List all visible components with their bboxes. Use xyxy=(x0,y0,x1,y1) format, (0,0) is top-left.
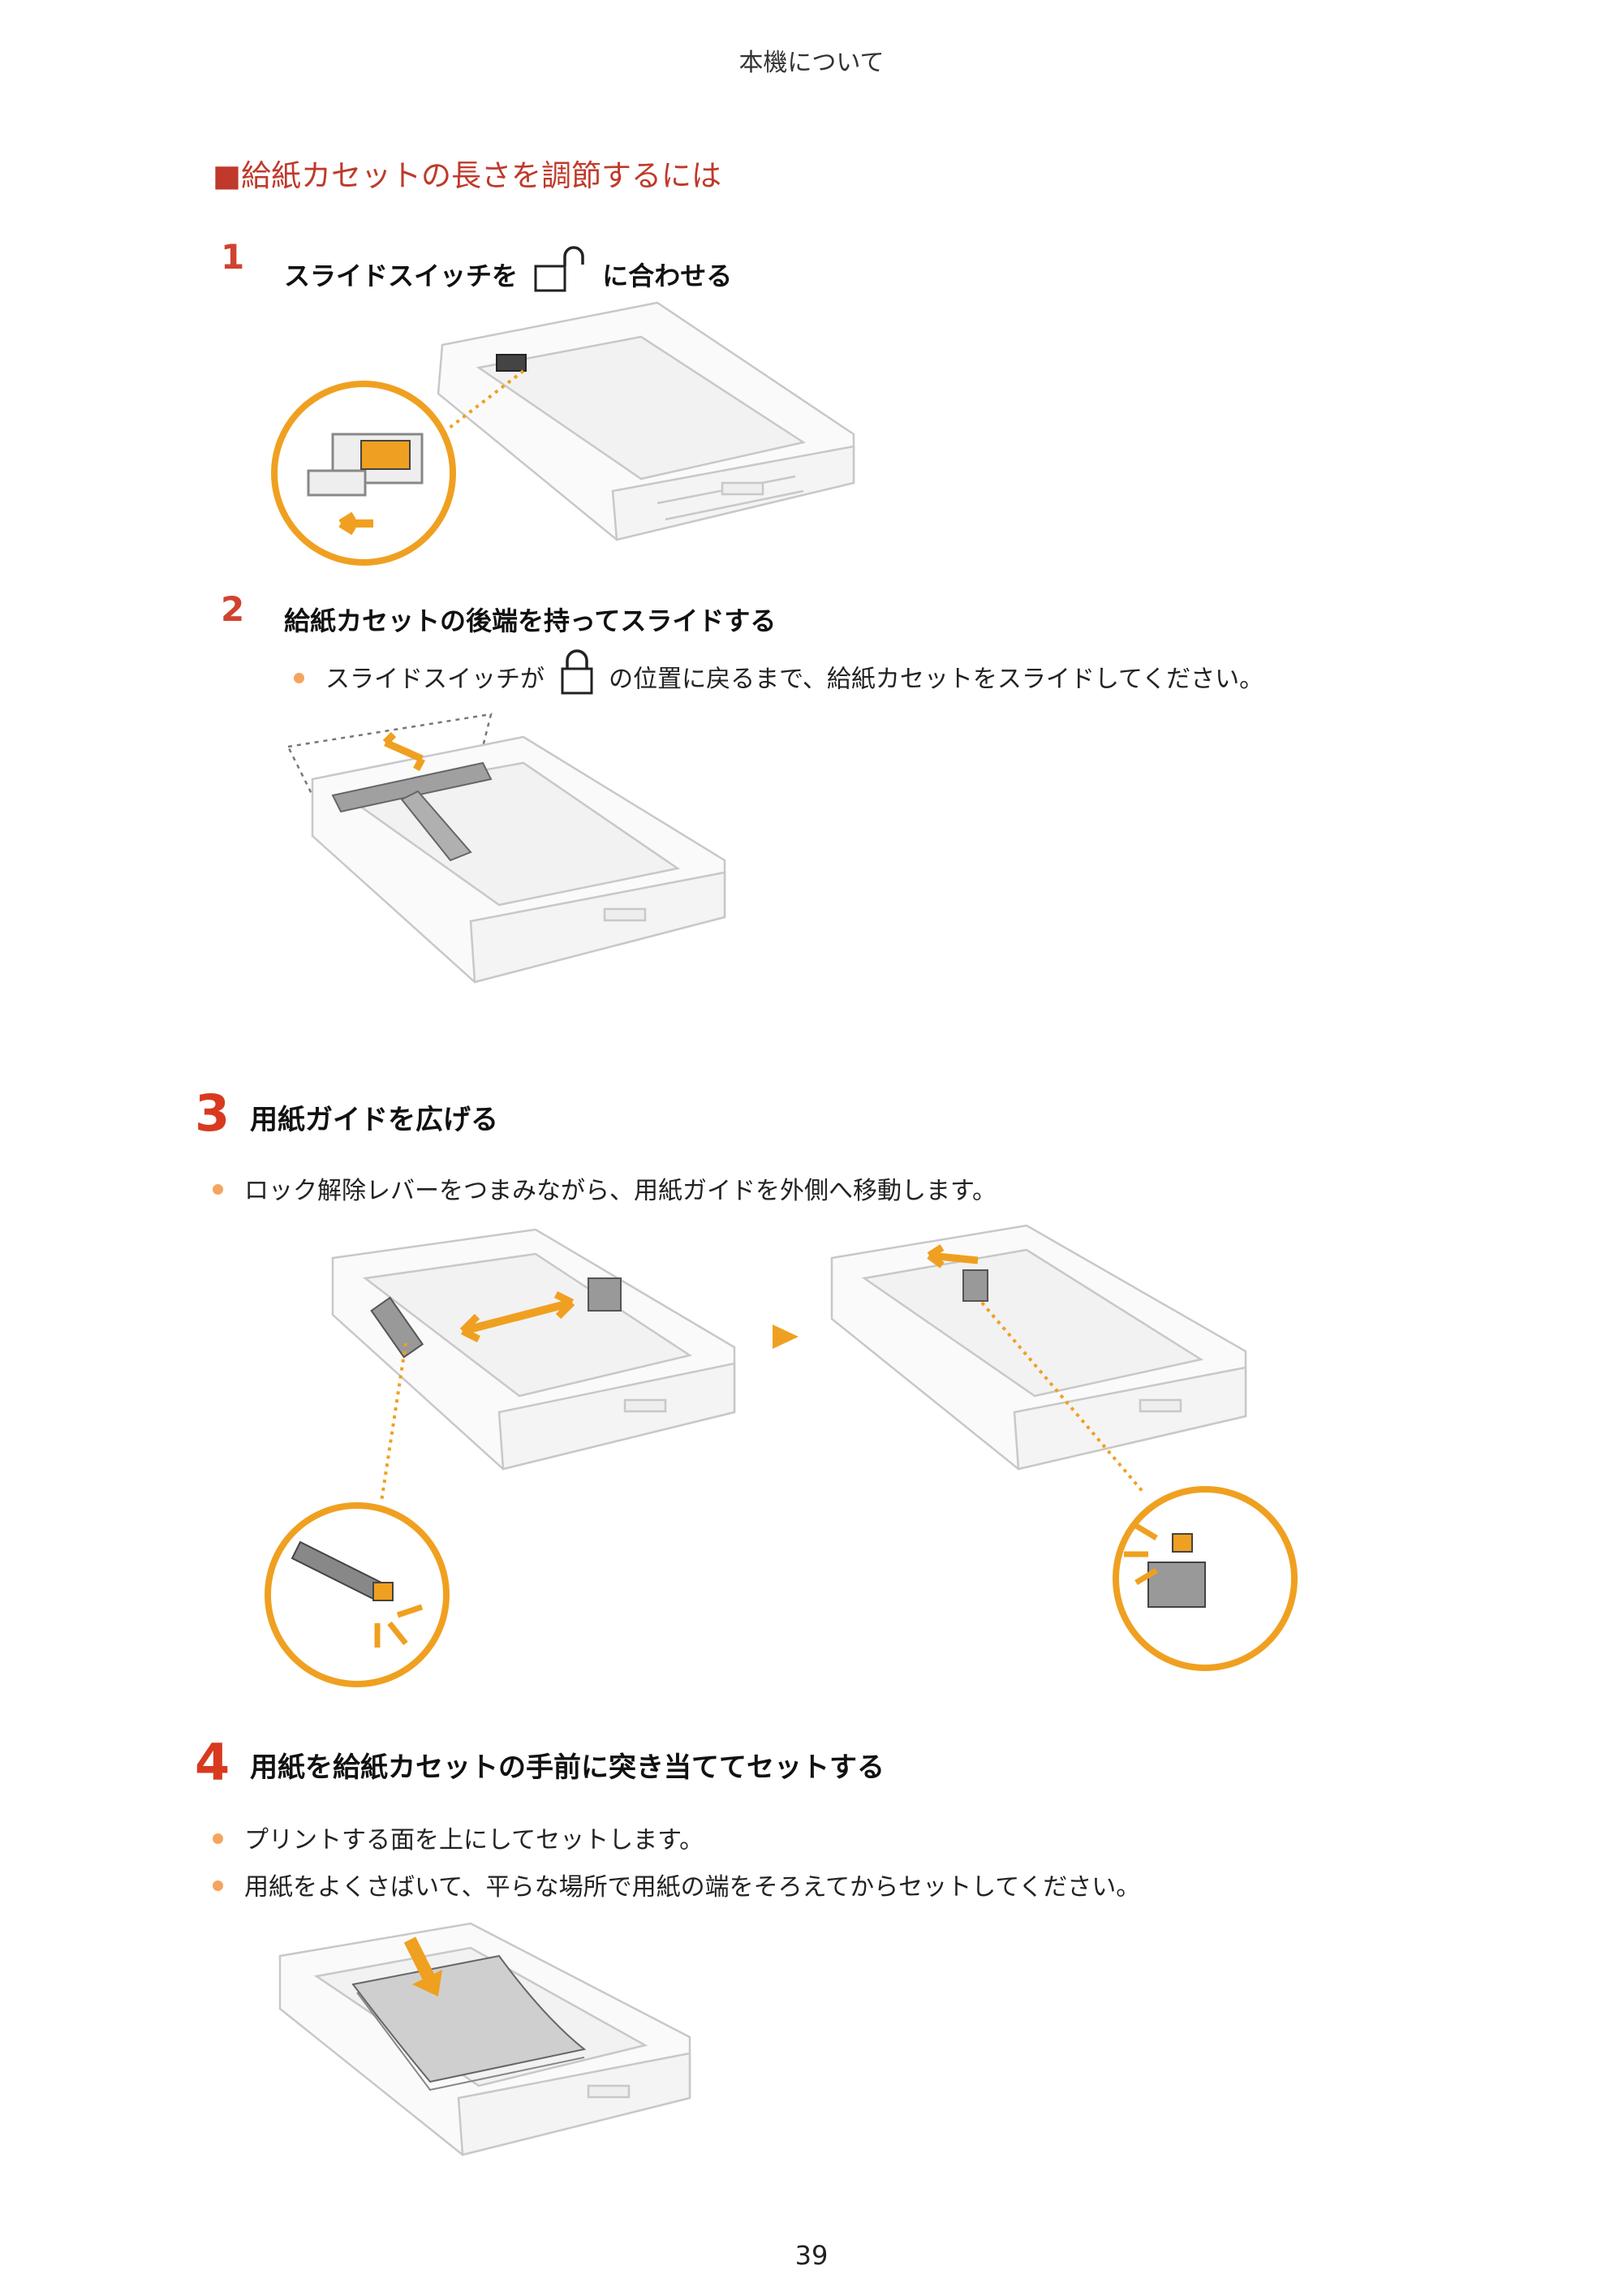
step-number-1: 1 xyxy=(221,237,245,277)
bullet-dot xyxy=(294,672,304,683)
bullet-dot xyxy=(213,1184,223,1195)
unlock-icon xyxy=(533,245,587,300)
step-1-title-after: に合わせる xyxy=(602,261,733,291)
step-4-bullet-2-text: 用紙をよくさばいて、平らな場所で用紙の端をそろえてからセットしてください。 xyxy=(244,1873,1141,1902)
running-header: 本機について xyxy=(738,49,885,77)
paper-guide-right-illustration xyxy=(830,1224,1298,1671)
step-4-bullet-2: 用紙をよくさばいて、平らな場所で用紙の端をそろえてからセットしてください。 xyxy=(213,1867,1140,1902)
paper-load-illustration xyxy=(278,1922,691,2156)
step-4-bullet-1: プリントする面を上にしてセットします。 xyxy=(213,1820,704,1855)
section-title: ■給紙カセットの長さを調節するには xyxy=(213,158,721,193)
step-number-4: 4 xyxy=(195,1733,230,1792)
step-4-title: 用紙を給紙カセットの手前に突き当ててセットする xyxy=(250,1751,885,1784)
step-2-title: 給紙カセットの後端を持ってスライドする xyxy=(284,605,777,636)
step-3-bullet-text: ロック解除レバーをつまみながら、用紙ガイドを外側へ移動します。 xyxy=(244,1177,997,1205)
bullet-dot xyxy=(213,1833,223,1844)
cassette-extend-illustration xyxy=(286,713,726,984)
page-number: 39 xyxy=(794,2240,829,2271)
bullet-dot xyxy=(213,1880,223,1891)
step-2-bullet: スライドスイッチが の位置に戻るまで、給紙カセットをスライドしてください。 xyxy=(294,649,1264,706)
next-arrow-icon xyxy=(773,1325,799,1349)
step-number-2: 2 xyxy=(221,589,245,629)
step-1-title-before: スライドスイッチを xyxy=(284,261,519,291)
step-number-3: 3 xyxy=(195,1083,230,1143)
step-2-bullet-after: の位置に戻るまで、給紙カセットをスライドしてください。 xyxy=(609,665,1264,694)
step-4-bullet-1-text: プリントする面を上にしてセットします。 xyxy=(244,1826,704,1854)
step-3-title: 用紙ガイドを広げる xyxy=(250,1104,498,1136)
step-1-title: スライドスイッチを に合わせる xyxy=(284,246,733,305)
cassette-slide-switch-illustration xyxy=(271,301,855,566)
lock-icon xyxy=(559,649,595,701)
paper-guide-left-illustration xyxy=(265,1228,736,1687)
step-2-bullet-before: スライドスイッチが xyxy=(325,665,545,694)
step-3-bullet: ロック解除レバーをつまみながら、用紙ガイドを外側へ移動します。 xyxy=(213,1170,997,1206)
